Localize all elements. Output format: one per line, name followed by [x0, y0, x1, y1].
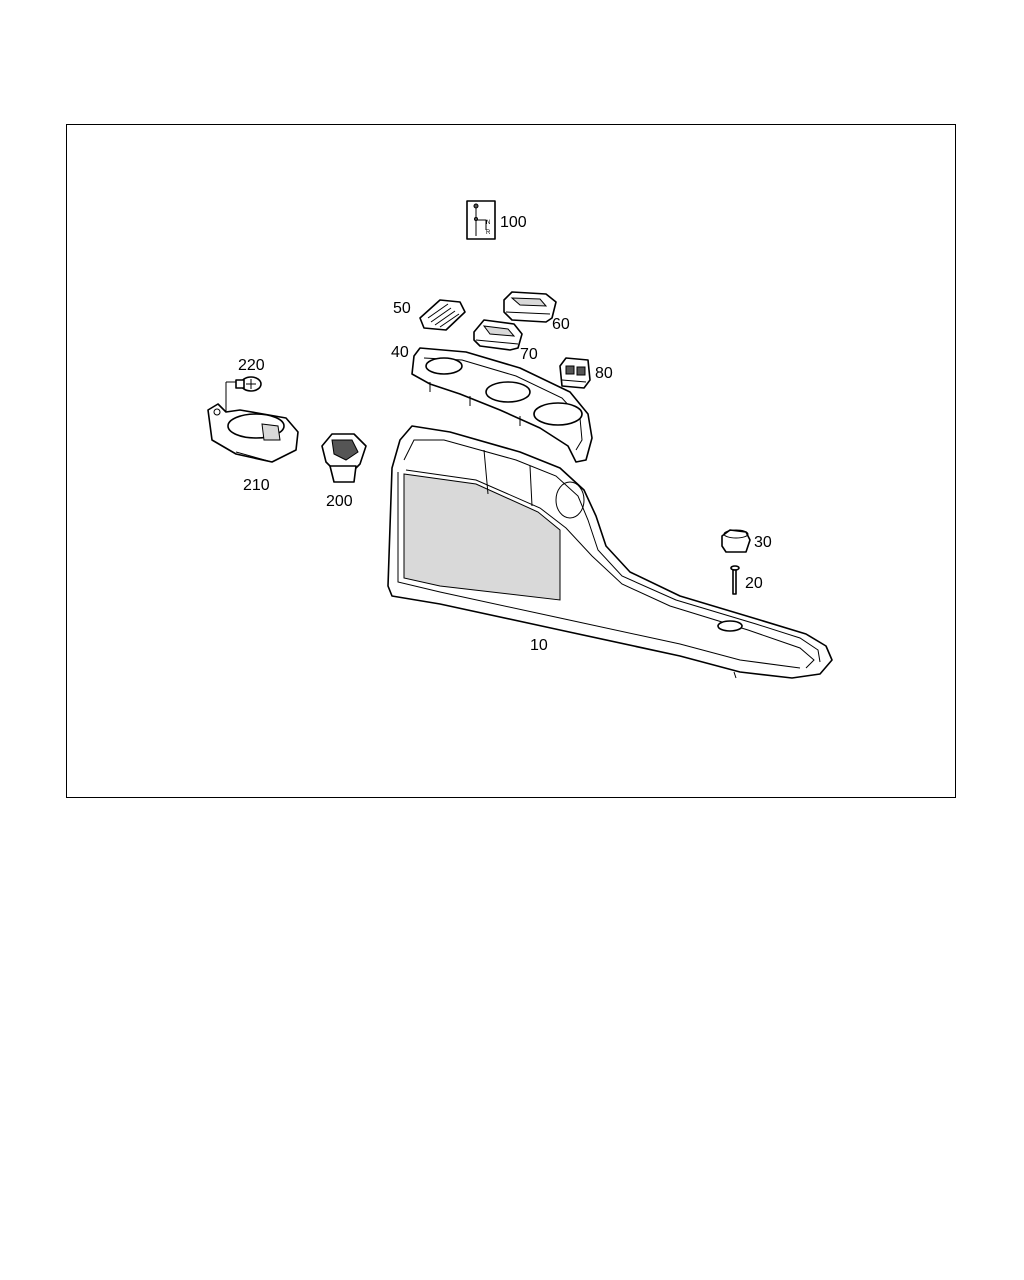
part-10-center-console[interactable] — [387, 425, 833, 679]
label-80: 80 — [595, 365, 613, 382]
part-40-cover-trim[interactable] — [411, 347, 593, 463]
part-200-cup-holder-insert[interactable] — [321, 433, 367, 483]
label-100: 100 — [500, 214, 527, 231]
part-60-switch-module[interactable] — [503, 291, 557, 323]
label-210: 210 — [243, 477, 270, 494]
label-40: 40 — [391, 344, 409, 361]
part-220-screw[interactable] — [225, 376, 262, 416]
label-70: 70 — [520, 346, 538, 363]
diagram-frame — [66, 124, 956, 798]
label-30: 30 — [754, 534, 772, 551]
part-80-switch[interactable] — [559, 357, 591, 389]
label-50: 50 — [393, 300, 411, 317]
label-60: 60 — [552, 316, 570, 333]
part-210-holder-bracket[interactable] — [207, 403, 299, 463]
shift-label-n: N — [486, 220, 490, 226]
label-10: 10 — [530, 637, 548, 654]
label-220: 220 — [238, 357, 265, 374]
part-30-cap[interactable] — [721, 529, 751, 553]
part-100-shift-label[interactable]: N R — [466, 200, 496, 240]
shift-label-r: R — [486, 230, 491, 236]
label-20: 20 — [745, 575, 763, 592]
part-70-switch-module[interactable] — [473, 319, 523, 351]
part-50-switch-cover[interactable] — [419, 299, 466, 331]
part-20-pin[interactable] — [730, 565, 740, 595]
label-200: 200 — [326, 493, 353, 510]
